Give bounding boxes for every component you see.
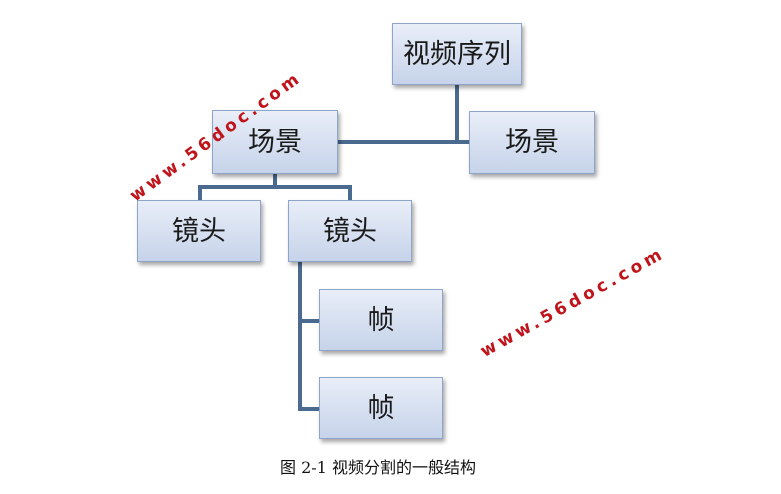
node-scene: 场景 [212,110,338,174]
node-shot: 镜头 [137,200,261,262]
node-video-sequence: 视频序列 [392,23,522,85]
node-scene: 场景 [469,111,595,174]
figure-caption: 图 2-1 视频分割的一般结构 [280,458,476,477]
node-frame: 帧 [319,377,443,439]
node-shot: 镜头 [288,200,412,262]
node-frame: 帧 [319,289,443,351]
